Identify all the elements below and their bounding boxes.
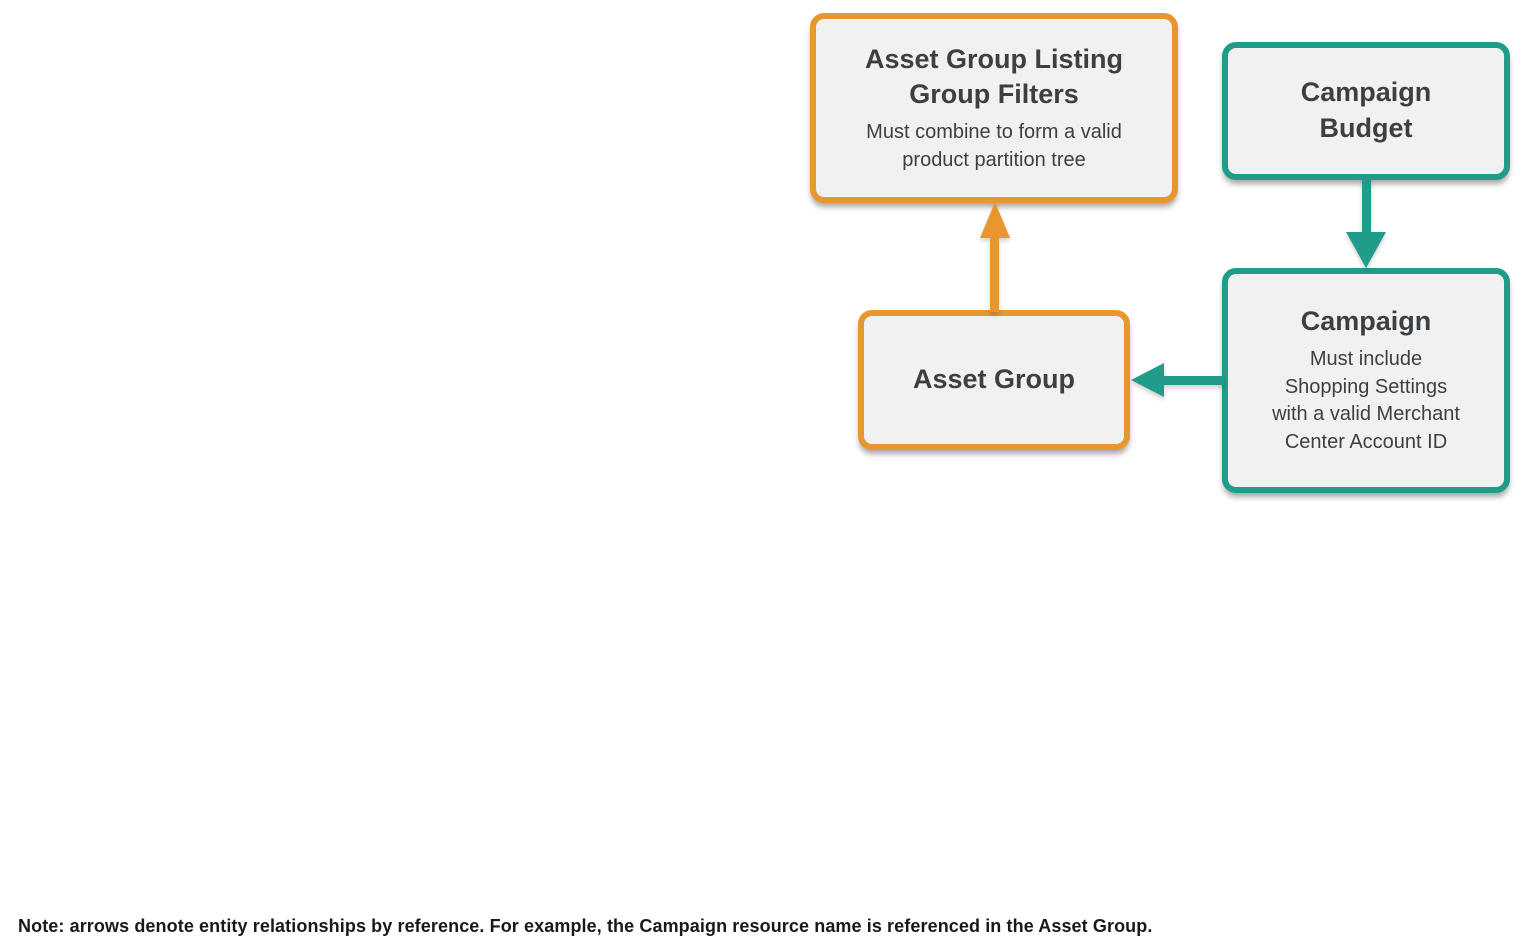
node-campaign: Campaign Must include Shopping Settings … <box>1222 268 1510 493</box>
node-title: Asset Group Listing Group Filters <box>864 43 1124 110</box>
node-subtitle: Must combine to form a valid product par… <box>866 121 1122 171</box>
node-campaign-budget: Campaign Budget <box>1222 42 1510 180</box>
node-asset-group: Asset Group <box>858 310 1130 450</box>
node-asset-group-listing-group-filters: Asset Group Listing Group Filters Must c… <box>810 13 1178 203</box>
node-title: Campaign Budget <box>1300 77 1432 143</box>
node-title: Asset Group <box>912 364 1076 395</box>
node-title: Campaign <box>1300 306 1432 337</box>
arrow-stem <box>1362 179 1371 235</box>
note-text: Note: arrows denote entity relationships… <box>18 916 1153 936</box>
node-subtitle: Must include Shopping Settings with a va… <box>1272 348 1460 454</box>
arrow-stem <box>990 234 999 312</box>
arrow-stem <box>1160 376 1224 385</box>
arrowhead-up-icon <box>980 202 1010 238</box>
arrowhead-down-icon <box>1346 232 1386 268</box>
arrowhead-left-icon <box>1131 363 1164 397</box>
